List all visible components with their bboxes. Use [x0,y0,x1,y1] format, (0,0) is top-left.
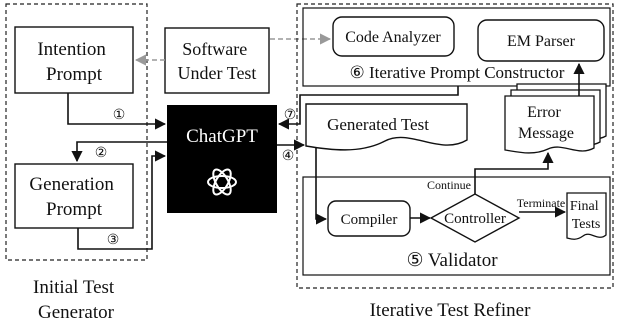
chatgpt-label: ChatGPT [186,126,258,147]
svg-text:Software Under Test: Software Under Test [178,39,257,83]
terminate-label: Terminate [517,196,565,210]
code-analyzer-label: Code Analyzer [345,29,441,46]
step-2-marker: ② [95,146,108,161]
generated-test-label: Generated Test [327,115,429,134]
validator-title: ⑤ Validator [406,250,498,271]
initial-generator-caption-line2: Generator [38,302,115,323]
intention-prompt-line2: Prompt [46,64,103,85]
continue-label: Continue [427,178,471,192]
error-message-stack [504,83,607,154]
refiner-caption: Iterative Test Refiner [370,300,531,321]
intention-to-chatgpt-arrow [67,93,167,130]
error-message-line1: Error [527,104,561,121]
svg-text:Final Tests: Final Tests [570,199,602,232]
final-tests-line2: Tests [572,217,601,232]
intention-prompt-box [14,26,134,94]
step-4-marker: ④ [282,149,295,164]
code-analyzer-box [332,16,455,57]
validator-region [302,176,611,276]
svg-text:Intention Prompt: Intention Prompt [37,39,110,85]
openai-logo-icon [207,168,237,196]
final-tests-doc [566,192,607,240]
compiler-label: Compiler [341,212,398,228]
step-1-marker: ① [113,108,126,123]
step-3-marker: ③ [107,233,120,248]
software-under-test-box [164,27,270,94]
intention-prompt-line1: Intention [37,39,106,60]
em-parser-label: EM Parser [507,33,576,50]
software-under-test-line2: Under Test [178,63,257,83]
generated-test-to-compiler-arrow [315,148,328,225]
chatgpt-to-generation-arrow [71,141,167,163]
error-message-line2: Message [518,125,574,142]
generation-prompt-line2: Prompt [46,199,103,220]
svg-text:Generation Prompt: Generation Prompt [29,174,118,220]
chatgpt-box [167,105,277,213]
controller-to-error-arrow [474,151,554,194]
controller-label: Controller [444,211,506,227]
prompt-constructor-title: ⑥ Iterative Prompt Constructor [350,63,565,82]
generation-prompt-box [14,163,134,229]
generated-test-box [305,103,468,151]
prompt-constructor-region [302,7,611,87]
svg-text:Error Message: Error Message [518,104,574,142]
constructor-to-chatgpt-arrow [277,86,459,130]
step-7-marker: ⑦ [284,108,297,123]
initial-generator-caption-line1: Initial Test [33,277,115,298]
software-under-test-line1: Software [182,39,247,59]
generation-to-chatgpt-arrow [77,150,167,250]
final-tests-line1: Final [570,199,599,214]
generation-prompt-line1: Generation [29,174,114,195]
controller-diamond [429,193,521,243]
initial-generator-region [5,3,148,261]
em-parser-box [477,19,605,62]
svg-text:Initial Test Generator: Initial Test Generator [33,277,119,323]
